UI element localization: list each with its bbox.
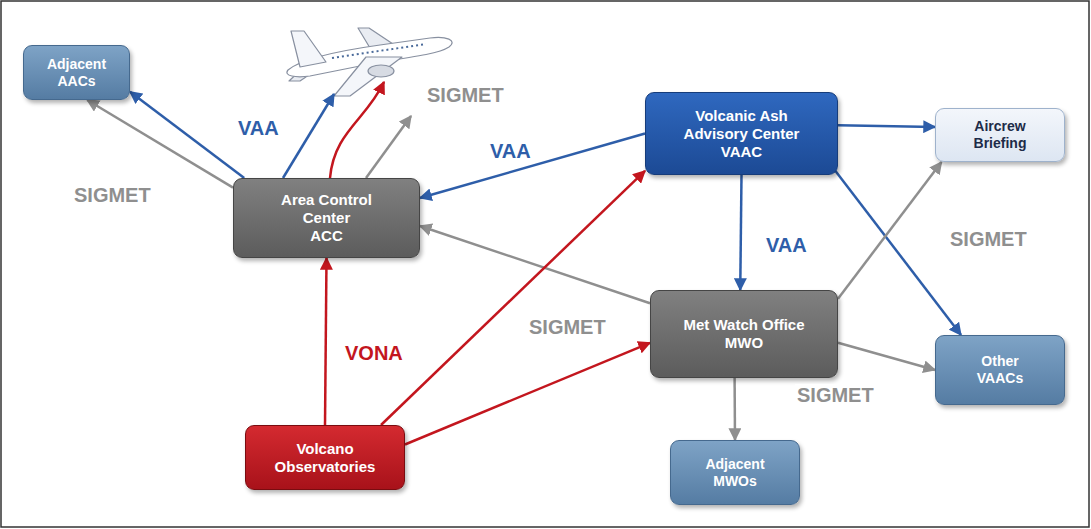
connector-arrow <box>838 125 935 127</box>
flow-label: VAA <box>488 140 533 163</box>
flow-label: SIGMET <box>948 228 1029 251</box>
box-label: Volcano Observatories <box>269 440 381 476</box>
connector-arrow <box>838 162 942 299</box>
box-label: Volcanic Ash Advisory Center <box>677 107 807 143</box>
box-label: MWO <box>725 334 763 352</box>
box-label: Aircrew Briefing <box>955 118 1045 152</box>
control-center-box: Area Control CenterACC <box>233 178 420 258</box>
flow-label: VONA <box>343 342 405 365</box>
box-label: ACC <box>310 227 343 245</box>
connector-arrow <box>405 343 650 445</box>
connector-arrow <box>832 167 961 335</box>
flow-label: SIGMET <box>72 184 153 207</box>
connector-arrow <box>420 226 650 303</box>
connector-arrow <box>381 171 645 425</box>
advisory-center-box: Volcanic Ash Advisory CenterVAAC <box>645 92 838 175</box>
box-label: Met Watch Office <box>683 316 804 334</box>
flow-label: VAA <box>236 117 281 140</box>
box-label: Adjacent MWOs <box>695 456 775 490</box>
flow-label: SIGMET <box>527 316 608 339</box>
aircraft-arrow <box>366 116 411 178</box>
flow-label: SIGMET <box>795 384 876 407</box>
connector-arrow <box>130 92 244 178</box>
box-label: Area Control Center <box>271 191 383 227</box>
agency-box: Adjacent MWOs <box>670 440 800 505</box>
box-label: VAAC <box>721 143 762 161</box>
met-office-box: Met Watch OfficeMWO <box>650 290 838 378</box>
connector-arrow <box>838 343 935 370</box>
connector-arrow <box>325 258 327 425</box>
connector-arrow <box>740 175 741 290</box>
agency-box: Other VAACs <box>935 335 1065 405</box>
flow-label: VAA <box>764 234 809 257</box>
connector-arrow <box>733 378 736 440</box>
connector-arrow <box>420 134 645 199</box>
briefing-box: Aircrew Briefing <box>935 108 1065 162</box>
agency-box: Adjacent AACs <box>23 45 130 100</box>
observatory-box: Volcano Observatories <box>245 425 405 490</box>
aircraft-arrow <box>283 94 334 178</box>
flow-label: SIGMET <box>425 84 506 107</box>
box-label: Other VAACs <box>965 353 1035 387</box>
box-label: Adjacent AACs <box>37 56 117 90</box>
